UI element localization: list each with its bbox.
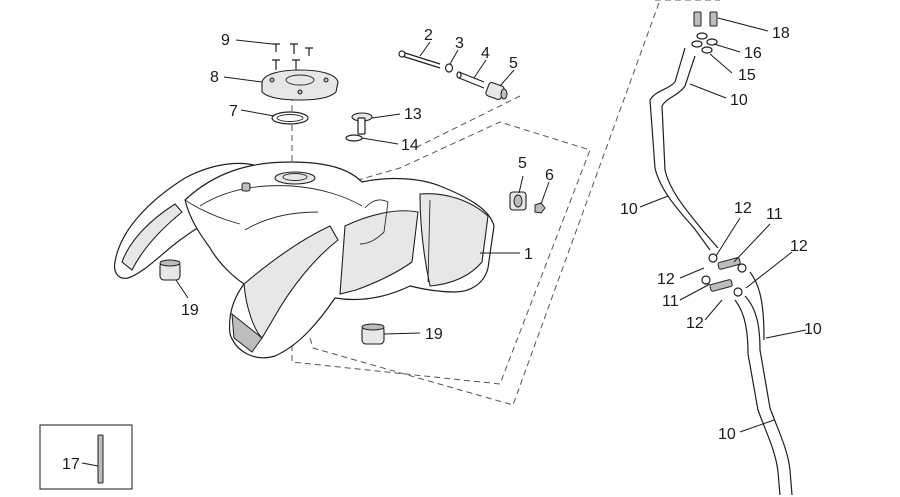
callout-10-bottom: 10 [718, 426, 736, 443]
filler-flange-8 [261, 69, 339, 101]
callout-19-right: 19 [425, 326, 443, 343]
callout-12-c: 12 [790, 238, 808, 255]
washer-3 [444, 63, 454, 73]
bushing-5-top [485, 81, 508, 101]
bolt-13 [351, 112, 373, 135]
callout-17: 17 [62, 456, 80, 473]
callout-11-a: 11 [766, 206, 783, 223]
callout-4: 4 [481, 45, 490, 62]
rubber-mount-19-left [159, 259, 181, 281]
callout-13: 13 [404, 106, 422, 123]
callout-14: 14 [401, 137, 419, 154]
bushing-5-mid [509, 191, 527, 211]
rubber-mount-19-right [361, 323, 385, 345]
callout-labels: 9 8 7 2 3 4 5 13 14 5 6 1 19 19 18 16 15… [62, 25, 822, 473]
gasket-7 [271, 111, 309, 125]
fuel-hose-assembly [649, 11, 793, 496]
callout-10-top: 10 [730, 92, 748, 109]
part-17-box [39, 424, 133, 490]
callout-1: 1 [524, 246, 533, 263]
callout-2: 2 [424, 27, 433, 44]
callout-10-right: 10 [804, 321, 822, 338]
callout-7: 7 [229, 103, 238, 120]
callout-10-left: 10 [620, 201, 638, 218]
o-ring-14 [345, 134, 363, 142]
leader-lines [81, 17, 807, 467]
callout-15: 15 [738, 67, 756, 84]
fuel-tank [113, 161, 495, 359]
callout-8: 8 [210, 69, 219, 86]
assembly-guide-lines [291, 0, 720, 406]
callout-18: 18 [772, 25, 790, 42]
callout-11-b: 11 [662, 293, 679, 310]
nut-6 [534, 202, 546, 214]
callout-5-top: 5 [509, 55, 518, 72]
callout-3: 3 [455, 35, 464, 52]
callout-12-b: 12 [657, 271, 675, 288]
callout-9: 9 [221, 32, 230, 49]
callout-19-left: 19 [181, 302, 199, 319]
callout-16: 16 [744, 45, 762, 62]
screws-9 [272, 43, 313, 70]
pin-2 [398, 50, 441, 69]
callout-12-d: 12 [686, 315, 704, 332]
callout-6: 6 [545, 167, 554, 184]
callout-5-mid: 5 [518, 155, 527, 172]
callout-12-a: 12 [734, 200, 752, 217]
shaft-4 [456, 71, 485, 89]
